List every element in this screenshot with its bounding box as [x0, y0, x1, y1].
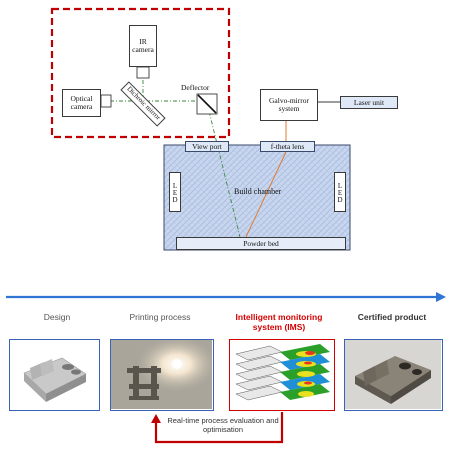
powder-bed: Powder bed [176, 237, 346, 250]
build-chamber-label: Build chamber [234, 187, 282, 196]
ir-camera: IR camera [129, 25, 157, 67]
printing-panel [110, 339, 214, 411]
laser-unit-label: Laser unit [353, 97, 385, 107]
ims-panel [229, 339, 335, 411]
laser-unit: Laser unit [340, 96, 398, 109]
view-port: View port [185, 141, 229, 152]
ims-layers-image [235, 344, 330, 401]
galvo-mirror-label: Galvo-mirror system [269, 96, 309, 113]
certified-panel [344, 339, 443, 411]
stage-label-design: Design [43, 312, 71, 322]
ir-camera-label: IR camera [132, 37, 154, 54]
led-right: LED [334, 172, 346, 212]
galvo-mirror-system: Galvo-mirror system [260, 89, 318, 121]
camera-enclosure [50, 7, 231, 139]
feedback-caption: Real-time process evaluation and optimis… [167, 416, 279, 434]
deflector-label: Deflector [181, 83, 210, 92]
deflector-mirror [197, 94, 217, 114]
stage-label-printing: Printing process [129, 312, 191, 322]
optical-camera-label: Optical camera [70, 94, 93, 111]
printing-photo [111, 340, 212, 409]
feedback-loop-arrow [151, 412, 284, 444]
view-port-label: View port [192, 142, 222, 151]
stage-label-certified: Certified product [357, 312, 427, 322]
build-chamber-body [163, 144, 351, 251]
process-timeline-arrow [6, 292, 446, 302]
design-part-image [23, 357, 87, 402]
setup-schematic [50, 7, 351, 251]
optical-camera: Optical camera [62, 89, 101, 117]
stage-label-ims: Intelligent monitoring system (IMS) [235, 312, 323, 332]
design-panel [9, 339, 100, 411]
powder-bed-label: Powder bed [243, 238, 279, 248]
ftheta-lens: f-theta lens [260, 141, 315, 152]
led-left: LED [169, 172, 181, 212]
certified-part-photo [345, 340, 441, 409]
ftheta-lens-label: f-theta lens [270, 142, 305, 151]
